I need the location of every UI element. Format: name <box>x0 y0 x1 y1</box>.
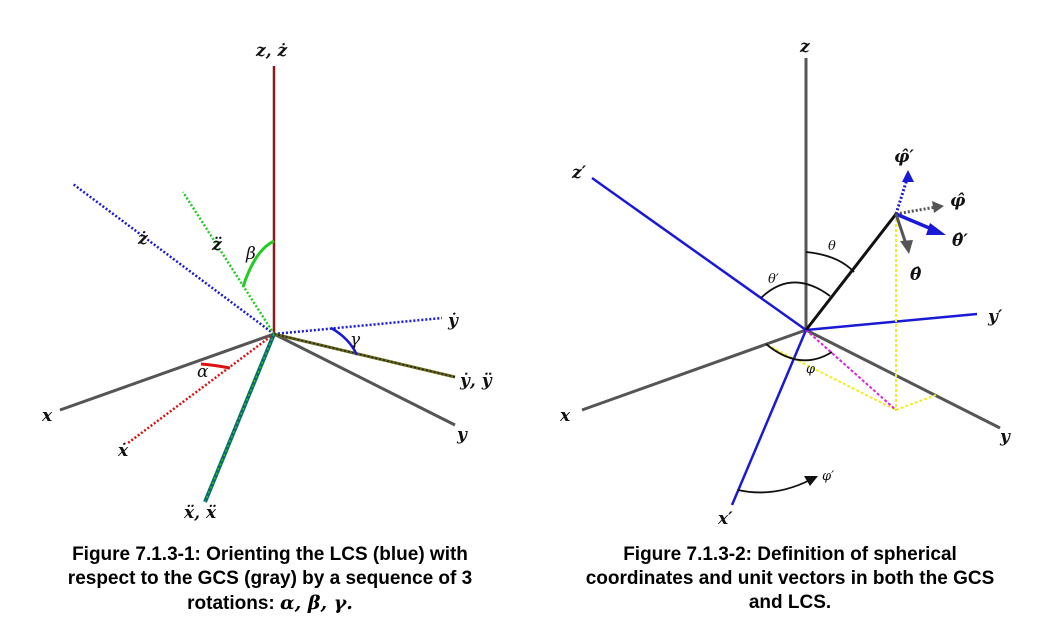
label-alpha: α <box>197 362 209 382</box>
gamma-arc <box>330 326 359 356</box>
label-z-prime: z′ <box>571 163 587 183</box>
beta-arc <box>241 239 275 288</box>
y-ddot-axis-dots <box>273 333 456 378</box>
projection-to-x <box>766 344 897 411</box>
label-z: z <box>799 37 810 57</box>
x-ddot-axis-dots <box>204 333 275 503</box>
label-phi-prime: φ′ <box>822 469 834 484</box>
label-y: y <box>999 427 1011 447</box>
phi-hat-arrowhead <box>932 201 944 213</box>
figure-2-caption: Figure 7.1.3-2: Definition of spherical … <box>540 543 1040 615</box>
label-gamma: γ <box>350 330 361 350</box>
y-dot-axis <box>273 316 443 336</box>
label-theta-hat-prime: θ̂′ <box>952 231 968 251</box>
label-beta: β <box>245 244 256 264</box>
phi-prime-arrowhead <box>804 476 818 486</box>
phi-prime-arc <box>737 479 811 494</box>
figure-1-caption-line-2: respect to the GCS (gray) by a sequence … <box>67 568 473 589</box>
phi-arc <box>765 343 833 362</box>
label-x-dot: ẋ <box>117 441 129 461</box>
theta-arc <box>805 251 855 273</box>
alpha-arc <box>200 362 231 370</box>
label-y-prime: y′ <box>987 307 1003 327</box>
label-phi-hat-prime: φ̂′ <box>894 147 914 167</box>
label-theta-prime: θ′ <box>768 272 779 287</box>
label-x-prime: x′ <box>717 509 733 529</box>
lcs-y-axis <box>805 312 978 332</box>
label-y: y <box>456 425 468 445</box>
projection-radial <box>805 329 897 411</box>
label-y-dot: ẏ <box>447 311 459 331</box>
gcs-x-axis <box>581 328 807 412</box>
figure-1-rotation-diagram: z, ż ż z̈ β ẏ γ ẏ, ÿ α x y ẋ ẍ, ẍ <box>0 0 530 540</box>
gcs-y-axis <box>273 332 456 427</box>
theta-prime-arc <box>760 281 831 299</box>
figure-2-caption-line-2: coordinates and unit vectors in both the… <box>585 568 995 589</box>
figure-2-caption-line-1: Figure 7.1.3-2: Definition of spherical <box>623 544 957 565</box>
label-z-zdot: z, ż <box>255 41 287 61</box>
figure-1-caption: Figure 7.1.3-1: Orienting the LCS (blue)… <box>20 543 520 616</box>
phi-hat-prime-arrowhead <box>902 170 914 182</box>
projection-to-y <box>895 394 937 411</box>
label-y-dot-y-ddot: ẏ, ÿ <box>459 371 493 391</box>
phi-hat-prime-vector <box>894 175 910 215</box>
lcs-z-axis <box>591 176 807 332</box>
label-z-dot: ż <box>137 229 148 249</box>
z-dot-axis <box>72 182 275 336</box>
figure-1-caption-line-3-prefix: rotations: <box>187 593 281 614</box>
gcs-x-axis <box>59 332 275 412</box>
lcs-x-axis <box>730 329 808 506</box>
figure-1-caption-line-3: rotations: α, β, γ. <box>20 591 520 616</box>
theta-hat-vector <box>894 213 908 245</box>
figure-2-svg: z z′ φ̂′ φ̂ θ̂′ θ̂ θ θ′ y′ φ x y φ′ x′ <box>559 37 1011 529</box>
figure-1-svg: z, ż ż z̈ β ẏ γ ẏ, ÿ α x y ẋ ẍ, ẍ <box>41 41 493 523</box>
label-x: x <box>559 406 571 426</box>
label-theta-hat: θ̂ <box>910 265 922 285</box>
figure-2-spherical-diagram: z z′ φ̂′ φ̂ θ̂′ θ̂ θ θ′ y′ φ x y φ′ x′ <box>520 0 1050 540</box>
position-vector <box>804 213 898 331</box>
theta-hat-arrowhead <box>900 240 913 254</box>
label-theta: θ <box>828 239 836 254</box>
label-phi: φ <box>806 362 816 377</box>
figure-1-caption-line-1: Figure 7.1.3-1: Orienting the LCS (blue)… <box>72 544 468 565</box>
label-z-ddot: z̈ <box>211 235 222 255</box>
theta-hat-prime-vector <box>895 212 935 232</box>
label-x-ddot: ẍ, ẍ <box>183 503 217 523</box>
figure-1-caption-symbols: α, β, γ. <box>280 592 353 614</box>
label-phi-hat: φ̂ <box>950 191 966 211</box>
gcs-y-axis <box>805 328 1001 430</box>
figure-2-caption-line-3: and LCS. <box>748 592 832 613</box>
theta-hat-prime-arrowhead <box>926 223 946 235</box>
z-ddot-axis <box>181 191 276 335</box>
phi-hat-vector <box>895 205 937 216</box>
label-x: x <box>41 406 53 426</box>
